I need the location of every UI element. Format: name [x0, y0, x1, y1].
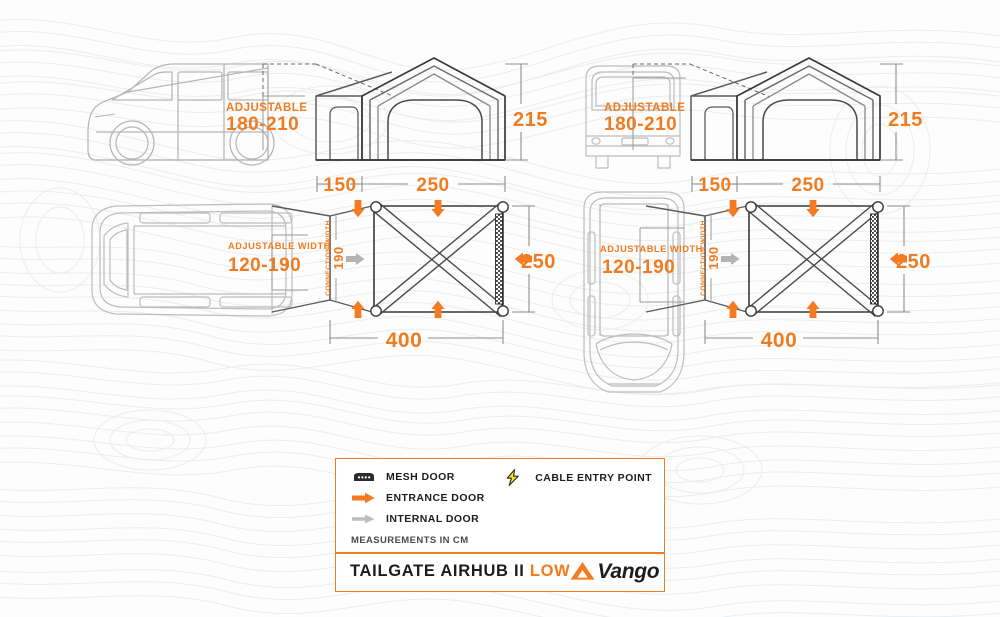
internal-door-arrow-icon	[350, 512, 377, 526]
side-view-group: 215 150 250	[87, 57, 556, 352]
side-plan-entrance-arrows	[351, 200, 532, 318]
side-canopy-width-label: 150	[323, 175, 356, 196]
rear-plan-length-label: 400	[761, 329, 798, 352]
rear-plan-internal-arrow	[721, 253, 740, 265]
legend-item-entrance-door: ENTRANCE DOOR	[350, 490, 493, 505]
side-adjustable-height-title: ADJUSTABLE	[226, 102, 307, 114]
mesh-panel	[495, 213, 503, 305]
van-rear-plan-silhouette	[583, 191, 685, 393]
rear-adjustable-height-value: 180-210	[604, 114, 677, 135]
product-title: TAILGATE AIRHUB II LOW	[350, 562, 570, 581]
title-area: TAILGATE AIRHUB II LOW Vango	[336, 554, 664, 591]
legend-item-internal-door: INTERNAL DOOR	[350, 511, 493, 526]
product-title-variant: LOW	[529, 561, 571, 580]
cable-entry-bolt-icon	[499, 469, 526, 486]
legend-column-right: CABLE ENTRY POINT	[499, 469, 652, 546]
legend-column-left: MESH DOOR ENTRANCE DOOR	[350, 469, 493, 547]
legend-item-cable-entry: CABLE ENTRY POINT	[499, 469, 652, 486]
rear-adjustable-width-title: ADJUSTABLE WIDTH	[600, 244, 703, 254]
rear-adjustable-height-title: ADJUSTABLE	[604, 102, 685, 114]
side-adjustable-width-value: 120-190	[228, 255, 301, 276]
entrance-door-arrow-icon	[350, 491, 377, 505]
rear-plan-entrance-arrows	[726, 200, 907, 318]
brand-logo: Vango	[570, 559, 660, 583]
side-plan-depth-label: 250	[521, 251, 556, 273]
rear-cube-width-label: 250	[791, 175, 824, 196]
legend-label-entrance-door: ENTRANCE DOOR	[386, 491, 485, 504]
tent-side-elevation	[315, 57, 506, 161]
legend-area: MESH DOOR ENTRANCE DOOR	[336, 459, 664, 552]
tent-plan-frame	[370, 201, 509, 317]
side-adjustable-height-value: 180-210	[226, 114, 299, 135]
legend-label-mesh-door: MESH DOOR	[386, 470, 455, 483]
legend-measurement-note: MEASUREMENTS IN CM	[351, 535, 469, 546]
mesh-door-icon	[350, 470, 377, 484]
svg-text:190: 190	[331, 246, 346, 269]
brand-wordmark: Vango	[597, 559, 660, 583]
rear-canopy-width-label: 150	[698, 175, 731, 196]
legend-label-internal-door: INTERNAL DOOR	[386, 512, 480, 525]
legend-item-mesh-door: MESH DOOR	[350, 469, 493, 484]
side-adjustable-width-title: ADJUSTABLE WIDTH	[228, 241, 331, 251]
legend-title-panel: MESH DOOR ENTRANCE DOOR	[335, 458, 665, 592]
product-title-main: TAILGATE AIRHUB II	[350, 561, 525, 580]
rear-height-label: 215	[888, 109, 923, 131]
rear-plan-depth-label: 250	[896, 251, 931, 273]
rear-tent-plan-frame	[745, 201, 884, 317]
side-plan-length-label: 400	[386, 329, 423, 352]
rear-view-group: 215 150 250	[583, 57, 931, 393]
legend-label-cable-entry: CABLE ENTRY POINT	[535, 471, 652, 484]
svg-text:190: 190	[706, 246, 721, 269]
side-plan-internal-arrow	[346, 253, 365, 265]
tent-rear-elevation	[690, 57, 881, 161]
side-height-label: 215	[513, 109, 548, 131]
mesh-panel	[870, 213, 878, 305]
side-cube-width-label: 250	[416, 175, 449, 196]
rear-adjustable-width-value: 120-190	[602, 257, 675, 278]
vango-mountain-icon	[570, 562, 595, 580]
